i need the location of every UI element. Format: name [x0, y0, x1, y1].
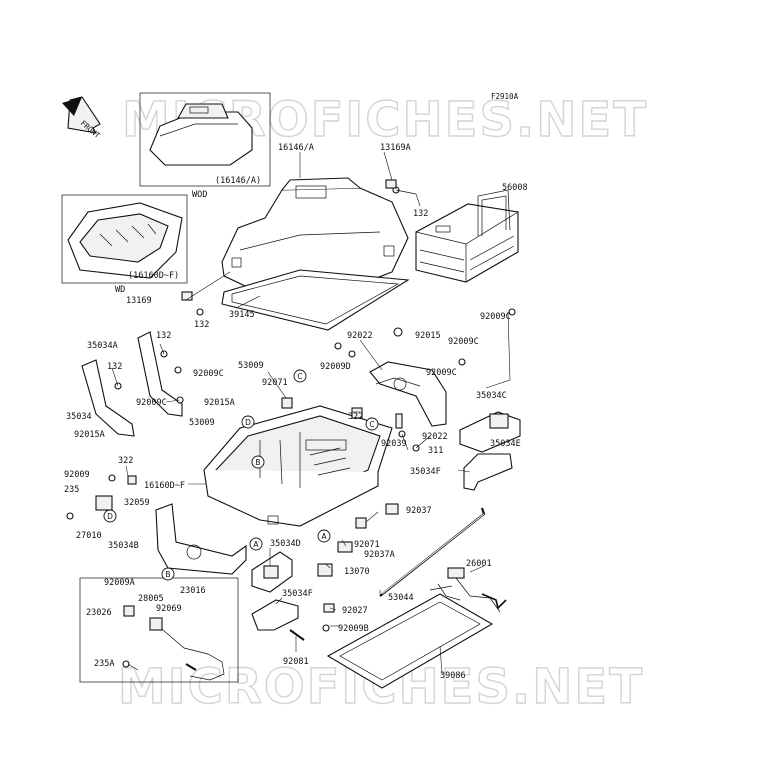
part-label-322-b: 322 — [118, 456, 133, 466]
part-label-235: 235 — [64, 485, 79, 495]
part-label-53009-b: 53009 — [189, 418, 215, 428]
part-label-92071-a: 92071 — [262, 378, 288, 388]
part-label-92009c-d: 92009C — [426, 368, 457, 378]
part-label-92081: 92081 — [283, 657, 309, 667]
callout-a-1: A — [249, 537, 263, 551]
part-label-92071-b: 92071 — [354, 540, 380, 550]
part-label-35034f-a: 35034F — [410, 467, 441, 477]
part-label-92015: 92015 — [415, 331, 441, 341]
part-label-92009c-c: 92009C — [193, 369, 224, 379]
part-label-39145: 39145 — [229, 310, 255, 320]
callout-b-2: B — [161, 567, 175, 581]
part-label-35034: 35034 — [66, 412, 92, 422]
part-label-92015a-b: 92015A — [74, 430, 105, 440]
part-label-16160: 16160D~F — [144, 481, 185, 491]
part-label-92009c-a: 92009C — [480, 312, 511, 322]
callout-d-2: D — [103, 509, 117, 523]
callout-a-2: A — [317, 529, 331, 543]
top-case-56008 — [415, 189, 519, 283]
part-label-92037: 92037 — [406, 506, 432, 516]
svg-text:A: A — [253, 540, 259, 549]
part-label-53009-a: 53009 — [238, 361, 264, 371]
bracket-35034a — [137, 331, 183, 417]
part-label-23026: 23026 — [86, 608, 112, 618]
callout-d-1: D — [241, 415, 255, 429]
rod-53044 — [379, 507, 486, 597]
svg-text:D: D — [245, 418, 251, 427]
part-label-92009c-e: 92009C — [136, 398, 167, 408]
part-label-26001: 26001 — [466, 559, 492, 569]
part-label-322-a: 322 — [348, 412, 363, 422]
fasteners — [66, 179, 516, 668]
inset-wod-variant: WOD — [192, 190, 207, 200]
part-label-92069: 92069 — [156, 604, 182, 614]
part-label-92022-a: 92022 — [347, 331, 373, 341]
part-label-92027: 92027 — [342, 606, 368, 616]
callout-b-1: B — [251, 455, 265, 469]
part-label-13169: 13169 — [126, 296, 152, 306]
part-label-92009: 92009 — [64, 470, 90, 480]
part-label-32059: 32059 — [124, 498, 150, 508]
part-label-16146a: 16146/A — [278, 143, 314, 153]
part-label-13169a: 13169A — [380, 143, 411, 153]
part-label-235a: 235A — [94, 659, 114, 669]
part-label-132-a: 132 — [413, 209, 428, 219]
harness-26001 — [429, 567, 507, 613]
svg-text:B: B — [165, 570, 170, 579]
cable-23016 — [79, 577, 239, 683]
inset-wod-caption: (16146/A) — [215, 176, 261, 186]
part-label-92009b: 92009B — [338, 624, 369, 634]
part-label-132-d: 132 — [107, 362, 122, 372]
bracket-right-35034c — [369, 361, 447, 427]
part-label-35034f-b: 35034F — [282, 589, 313, 599]
part-label-35034a: 35034A — [87, 341, 118, 351]
seal-39145 — [221, 269, 410, 331]
svg-text:C: C — [297, 372, 302, 381]
part-label-39086: 39086 — [440, 671, 466, 681]
svg-text:B: B — [255, 458, 260, 467]
part-label-23016: 23016 — [180, 586, 206, 596]
svg-text:D: D — [107, 512, 113, 521]
part-label-92009d: 92009D — [320, 362, 351, 372]
inset-wd-caption: (16160D~F) — [128, 271, 179, 281]
part-label-92037a: 92037A — [364, 550, 395, 560]
part-label-92039: 92039 — [381, 439, 407, 449]
part-label-35034b: 35034B — [108, 541, 139, 551]
part-label-53044: 53044 — [388, 593, 414, 603]
part-label-27010: 27010 — [76, 531, 102, 541]
part-label-13070: 13070 — [344, 567, 370, 577]
callout-c-2: C — [365, 417, 379, 431]
inset-wod: (16146/A) WOD — [139, 92, 271, 200]
part-label-132-b: 132 — [194, 320, 209, 330]
part-label-92022-b: 92022 — [422, 432, 448, 442]
part-labels: 16146/A 13169A 56008 132 13169 132 39145… — [64, 143, 528, 681]
mat-39086 — [326, 593, 494, 689]
bracket-35034f-right — [463, 453, 513, 491]
figure-code: F2910A — [491, 92, 519, 101]
bracket-35034f-lower — [251, 599, 299, 631]
part-label-56008: 56008 — [502, 183, 528, 193]
front-arrow-icon: FRONT — [62, 96, 102, 140]
part-label-92009c-b: 92009C — [448, 337, 479, 347]
part-label-132-c: 132 — [156, 331, 171, 341]
part-label-311: 311 — [428, 446, 443, 456]
inset-wd-variant: WD — [115, 285, 125, 295]
bracket-35034 — [81, 359, 135, 437]
part-label-35034d: 35034D — [270, 539, 301, 549]
part-label-35034e: 35034E — [490, 439, 521, 449]
part-label-92015a-a: 92015A — [204, 398, 235, 408]
part-label-35034c: 35034C — [476, 391, 507, 401]
part-label-92009a: 92009A — [104, 578, 135, 588]
svg-text:C: C — [369, 420, 374, 429]
part-label-28005: 28005 — [138, 594, 164, 604]
callout-c-1: C — [293, 369, 307, 383]
svg-text:A: A — [321, 532, 327, 541]
leader-lines — [111, 151, 511, 675]
inset-wd: (16160D~F) WD — [61, 194, 188, 295]
lower-box-16160 — [203, 405, 393, 527]
bracket-35034b — [155, 503, 247, 575]
